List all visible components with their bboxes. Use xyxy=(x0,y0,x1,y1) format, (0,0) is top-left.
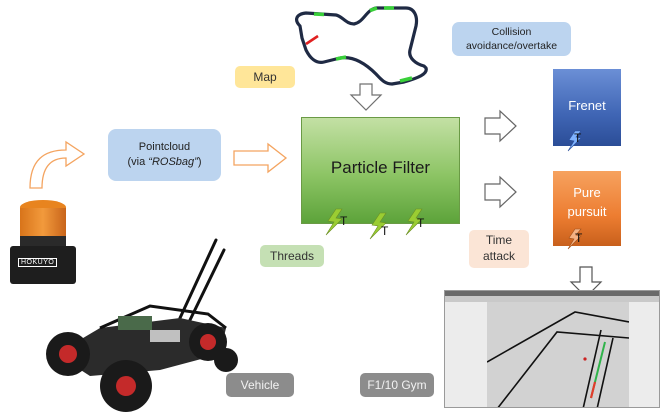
arrow-map-to-filter xyxy=(349,83,383,111)
pointcloud-box: Pointcloud (via “ROSbag”) xyxy=(108,129,221,181)
electronics-board xyxy=(118,316,152,330)
f1tenth-gym-screenshot xyxy=(444,290,660,408)
rosbag-text: “ROSbag” xyxy=(148,156,198,168)
vehicle-image xyxy=(46,238,238,412)
lidar-base xyxy=(10,246,76,284)
gym-viewport xyxy=(487,302,629,407)
thread-bolt-1 xyxy=(325,208,343,236)
arrow-lidar-to-pointcloud xyxy=(29,140,86,189)
arrow-pointcloud-to-filter xyxy=(233,142,288,174)
track-segment-2 xyxy=(369,6,378,13)
map-track xyxy=(295,6,428,86)
start-line xyxy=(305,34,319,46)
map-label: Map xyxy=(253,70,277,84)
threads-label: Threads xyxy=(269,249,315,263)
pointcloud-label: Pointcloud xyxy=(138,140,191,153)
arrow-filter-to-frenet xyxy=(484,109,517,143)
particle-filter-label: Particle Filter xyxy=(330,157,431,177)
gym-label: F1/10 Gym xyxy=(367,378,427,392)
thread-bolt-2 xyxy=(369,212,387,240)
pure-pursuit-label-line2: pursuit xyxy=(567,203,607,219)
gym-right-panel xyxy=(626,302,659,407)
pointcloud-source: (via “ROSbag”) xyxy=(127,156,202,168)
pure-thread-label: T xyxy=(575,231,583,245)
map-callout: Map xyxy=(235,66,295,88)
chassis xyxy=(56,318,226,376)
vehicle-label: Vehicle xyxy=(240,378,280,392)
vehicle-callout: Vehicle xyxy=(226,373,294,397)
pure-thread-bolt xyxy=(567,228,582,250)
lidar-window xyxy=(20,236,66,248)
frenet-box: Frenet xyxy=(553,69,621,146)
thread-bolts xyxy=(325,208,423,240)
antenna-2 xyxy=(188,248,226,322)
gym-titlebar xyxy=(445,291,659,296)
lidar-sensor: HOKUYO xyxy=(8,196,80,288)
frenet-label: Frenet xyxy=(568,98,606,113)
lidar-head xyxy=(20,208,66,238)
wheel-rear-right xyxy=(214,348,238,372)
collision-avoidance-box: Collision avoidance/overtake xyxy=(452,22,571,56)
time-attack-callout: Time attack xyxy=(469,230,529,268)
gym-left-panel xyxy=(445,302,488,407)
track-segment-1 xyxy=(313,12,325,17)
thread-label-3: T xyxy=(417,216,425,230)
battery xyxy=(150,330,180,342)
time-attack-label: Time attack xyxy=(482,233,515,263)
pure-pursuit-box: Pure pursuit xyxy=(553,171,621,246)
track-segment-5 xyxy=(335,55,347,61)
track-outline xyxy=(295,6,428,86)
pure-pursuit-label-line1: Pure xyxy=(573,184,601,200)
track-segment-4 xyxy=(399,76,413,83)
lidar-brand: HOKUYO xyxy=(18,258,58,267)
threads-callout: Threads xyxy=(260,245,324,267)
thread-label-1: T xyxy=(340,214,348,228)
frenet-thread-label: T xyxy=(574,131,582,145)
thread-label-2: T xyxy=(381,224,389,238)
collision-label: Collision avoidance/overtake xyxy=(465,25,558,52)
arrow-pure-to-gym xyxy=(569,266,603,298)
arrow-filter-to-pure xyxy=(484,175,517,209)
antenna-1 xyxy=(178,238,218,320)
thread-bolt-3 xyxy=(405,208,423,236)
particle-filter-box: Particle Filter xyxy=(301,117,460,224)
gym-callout: F1/10 Gym xyxy=(360,373,434,397)
frenet-thread-bolt xyxy=(567,130,582,152)
